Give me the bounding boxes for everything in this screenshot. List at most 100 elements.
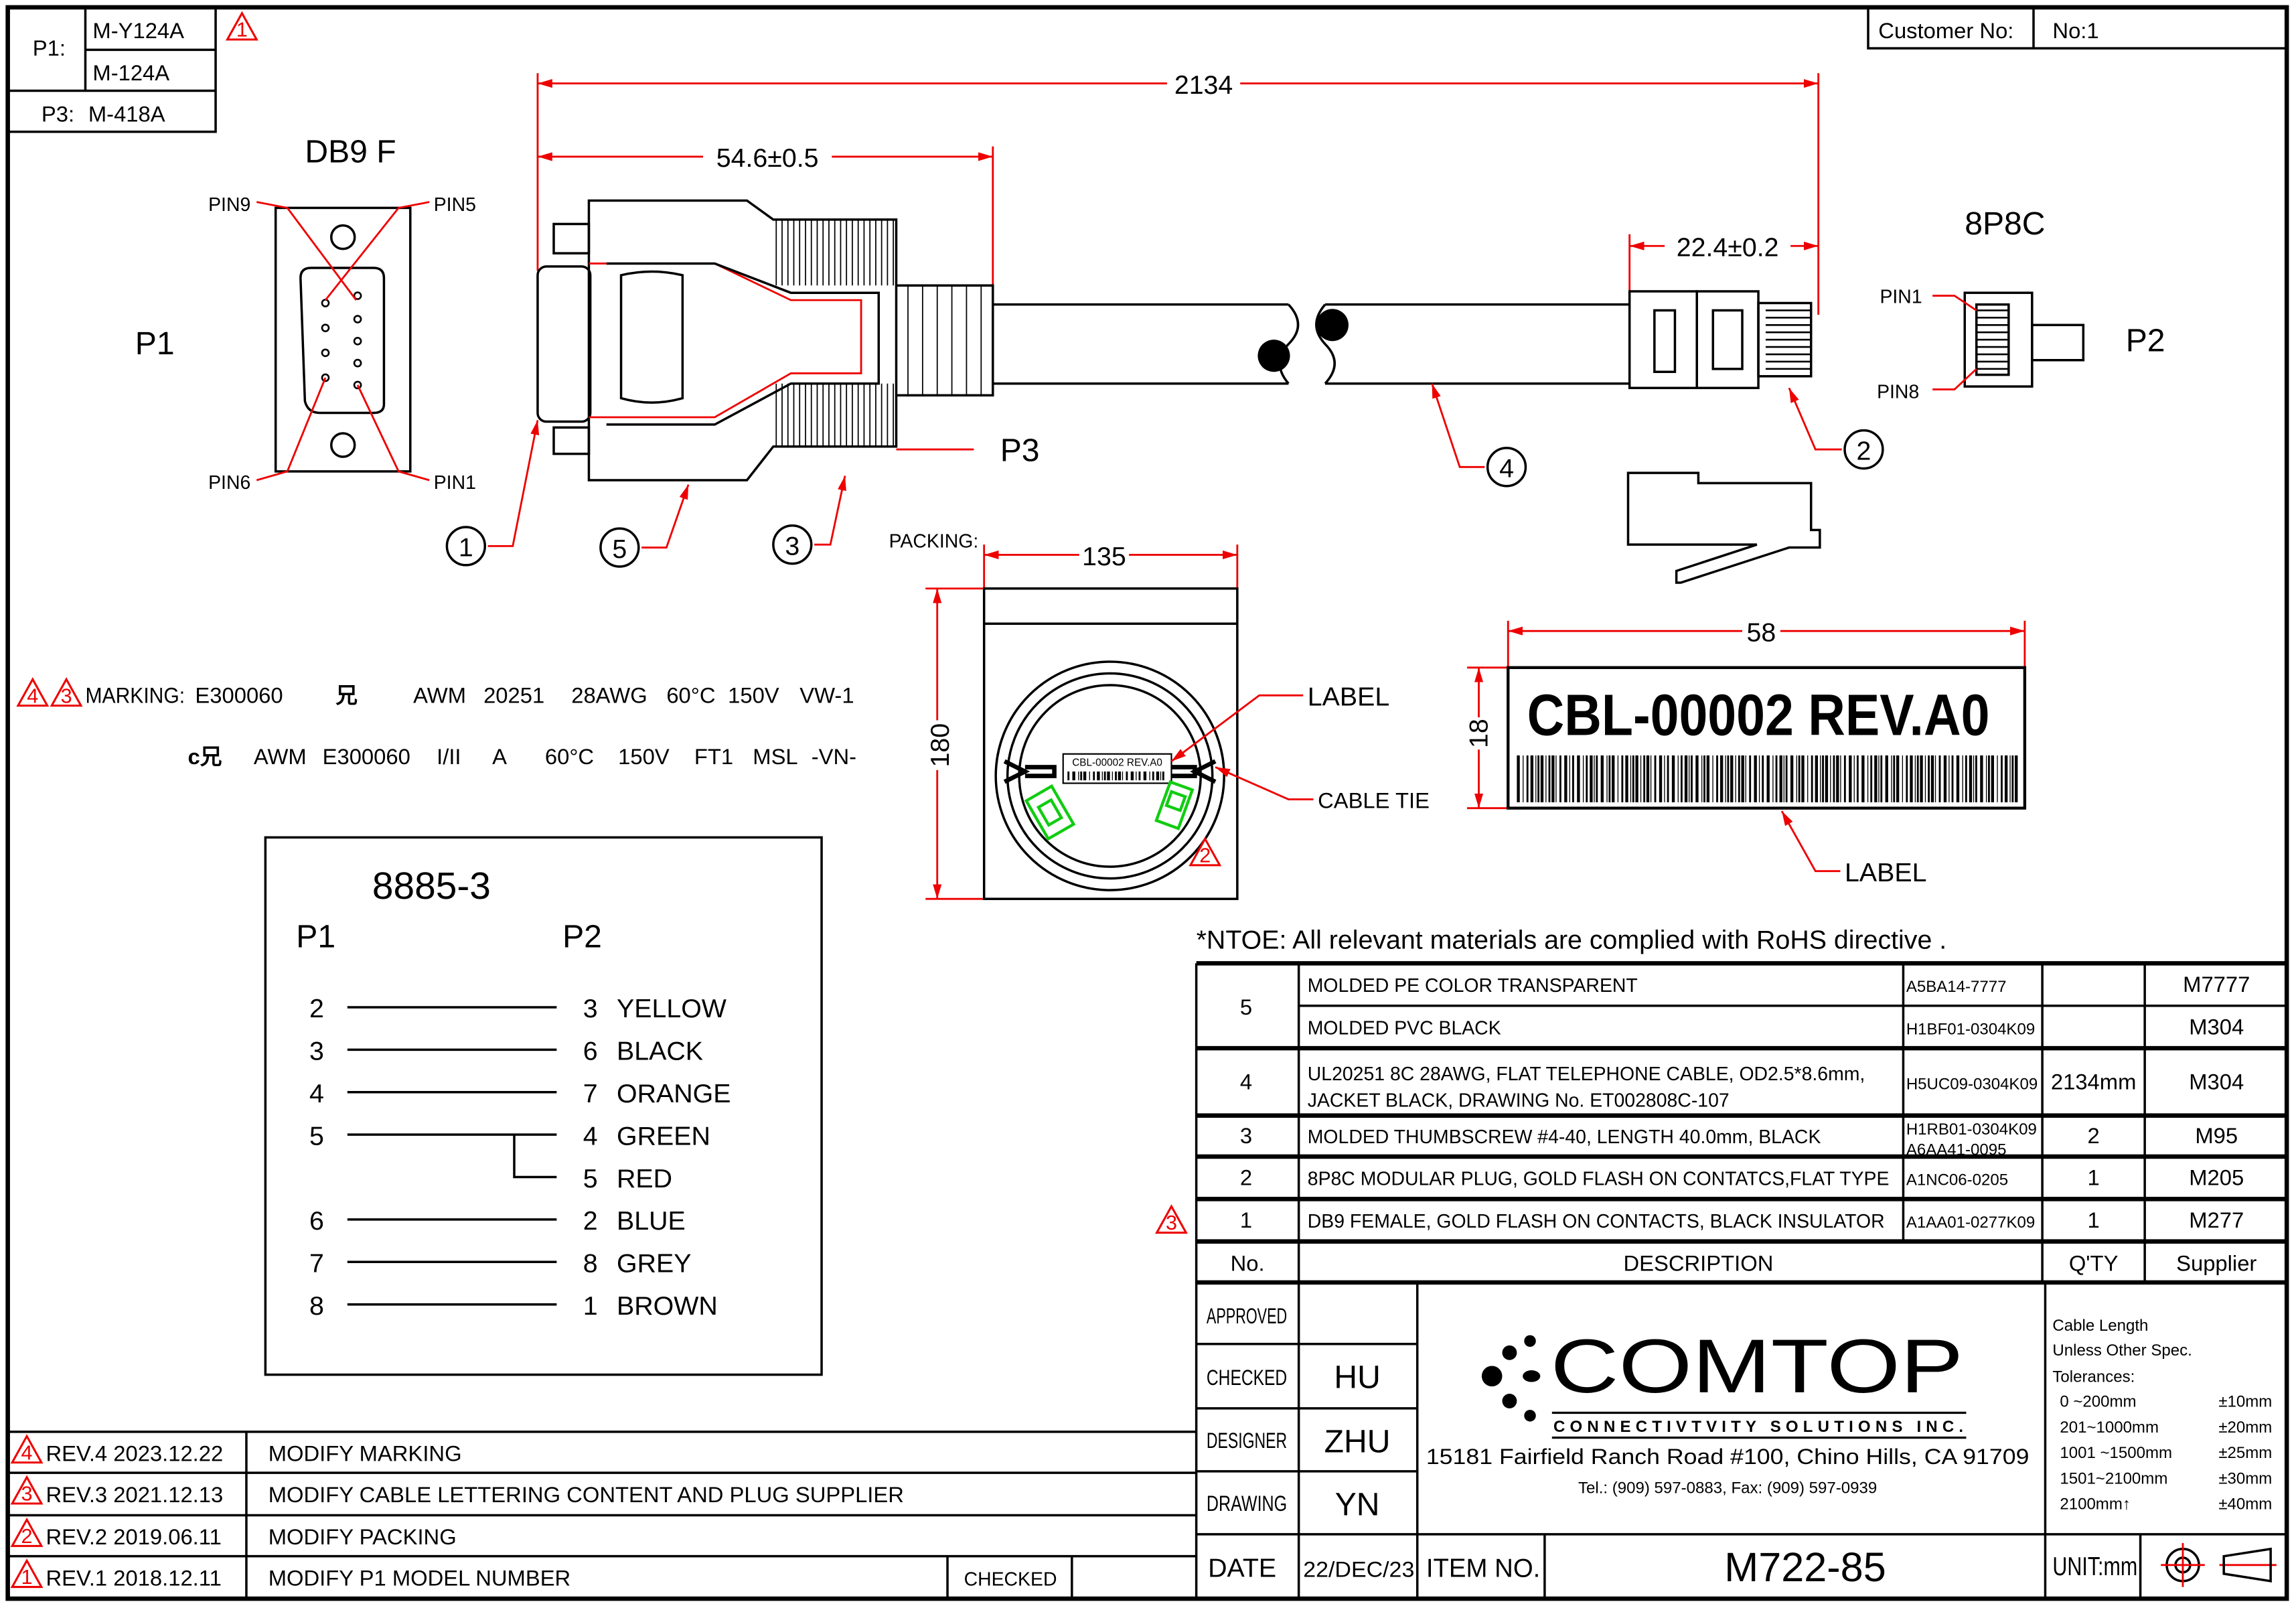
- tolerance-value: ±25mm: [2218, 1444, 2272, 1462]
- barcode-bar: [1861, 755, 1865, 802]
- barcode-bar: [1973, 755, 1975, 802]
- mini-label-text: CBL-00002 REV.A0: [1072, 757, 1162, 768]
- tolerance-range: 1501~2100mm: [2060, 1469, 2167, 1487]
- barcode-bar: [1975, 755, 1977, 802]
- bom-description: JACKET BLACK, DRAWING No. ET002808C-107: [1308, 1090, 1730, 1112]
- wire-color: YELLOW: [617, 994, 726, 1023]
- bom-part: A1NC06-0205: [1906, 1171, 2008, 1189]
- bom-qty: 1: [2088, 1208, 2100, 1232]
- p1-side-label: P1: [135, 325, 175, 362]
- barcode-bar: [1840, 755, 1841, 802]
- company-name: COMTOP: [1551, 1324, 1963, 1409]
- wire-color: ORANGE: [617, 1079, 731, 1108]
- p1-label: P1:: [33, 35, 66, 60]
- barcode-bar: [1924, 755, 1926, 802]
- barcode-bar: [1758, 755, 1760, 802]
- p1-model-1: M-Y124A: [92, 18, 184, 43]
- db9-title: DB9 F: [305, 134, 396, 170]
- barcode-bar: [1853, 755, 1855, 802]
- barcode-bar: [1646, 755, 1650, 802]
- wire-p2-pin: 8: [583, 1249, 598, 1279]
- p3-model: M-418A: [88, 101, 165, 126]
- wire-branch: [513, 1135, 557, 1179]
- callout-5: 5: [612, 534, 627, 564]
- barcode-bar: [1822, 755, 1824, 802]
- marking-item: 150V: [618, 744, 670, 769]
- packing-view: PACKING: 135 180 CBL-00002 REV.A0 2 LABE…: [889, 531, 1430, 900]
- bom-part: A6AA41-0095: [1906, 1141, 2007, 1159]
- barcode-bar: [1836, 755, 1839, 802]
- barcode-bar: [1825, 755, 1829, 802]
- tolerance-value: ±40mm: [2218, 1495, 2272, 1514]
- pin5-label: PIN5: [434, 194, 476, 216]
- revision-marker-icon: 3: [1155, 1204, 1188, 1234]
- barcode-bar: [1930, 755, 1934, 802]
- bom-part: H1RB01-0304K09: [1906, 1120, 2037, 1139]
- wire-p2-pin: 2: [583, 1206, 598, 1236]
- barcode-bar: [1870, 755, 1873, 802]
- bom-no: 3: [1240, 1123, 1252, 1148]
- marking-item: A: [492, 744, 507, 769]
- bom-description: MOLDED PE COLOR TRANSPARENT: [1308, 975, 1638, 997]
- barcode-bar: [1730, 755, 1734, 802]
- wire-color: GREY: [617, 1249, 691, 1279]
- wire-p2-pin: 7: [583, 1079, 598, 1108]
- barcode-bar: [1754, 755, 1757, 802]
- marking-item: -VN-: [812, 744, 856, 769]
- barcode-bar: [1969, 755, 1973, 802]
- barcode-bar: [1906, 755, 1908, 802]
- marking-item: c兄: [188, 744, 222, 769]
- dim-plug-length: 22.4±0.2: [1677, 233, 1779, 263]
- barcode-bar: [1551, 755, 1555, 802]
- wire-p2-pin: 4: [583, 1121, 598, 1151]
- dim-pack-width: 135: [1082, 542, 1126, 571]
- barcode: [1517, 755, 2018, 802]
- barcode-bar: [1874, 755, 1878, 802]
- bom-header-no: No.: [1231, 1250, 1265, 1275]
- revision-marker-icon: 3: [50, 677, 83, 707]
- svg-text:3: 3: [21, 1483, 33, 1506]
- wire-p1-pin: 4: [309, 1079, 324, 1108]
- barcode-bar: [1643, 755, 1646, 802]
- tolerance-range: 0 ~200mm: [2060, 1393, 2136, 1411]
- marking-item: 兄: [335, 682, 358, 707]
- barcode-bar: [1671, 755, 1675, 802]
- bom-supplier: M277: [2189, 1208, 2244, 1232]
- barcode-bar: [1741, 755, 1744, 802]
- marking-item: MSL: [753, 744, 797, 769]
- revision-label: REV.2 2019.06.11: [46, 1524, 221, 1549]
- rohs-note: *NTOE: All relevant materials are compli…: [1197, 926, 1947, 955]
- date-label: DATE: [1208, 1553, 1276, 1583]
- barcode-bar: [1677, 755, 1679, 802]
- tolerance-range: 201~1000mm: [2060, 1418, 2159, 1437]
- dim-pack-height: 180: [925, 723, 955, 768]
- barcode-bar: [1107, 772, 1110, 781]
- barcode-bar: [1938, 755, 1941, 802]
- barcode-bar: [1878, 755, 1880, 802]
- barcode-bar: [1149, 772, 1150, 781]
- barcode-bar: [1867, 755, 1869, 802]
- wire-row: 4 7 ORANGE: [309, 1079, 731, 1108]
- bom-description: 8P8C MODULAR PLUG, GOLD FLASH ON CONTATC…: [1308, 1169, 1890, 1190]
- barcode-bar: [1640, 755, 1642, 802]
- barcode-bar: [1596, 755, 1598, 802]
- svg-text:1: 1: [236, 19, 248, 42]
- thumbscrew-ribs: [775, 219, 982, 447]
- revision-marker-icon: 2: [10, 1517, 44, 1548]
- barcode-bar: [1115, 772, 1117, 781]
- barcode-bar: [1910, 755, 1913, 802]
- wire-p2-pin: 6: [583, 1037, 598, 1066]
- wire-color: BROWN: [617, 1291, 718, 1321]
- label-text: CBL-00002 REV.A0: [1527, 682, 1990, 747]
- barcode-bar: [1540, 755, 1544, 802]
- barcode-bar: [1535, 755, 1537, 802]
- barcode-bar: [1103, 772, 1106, 781]
